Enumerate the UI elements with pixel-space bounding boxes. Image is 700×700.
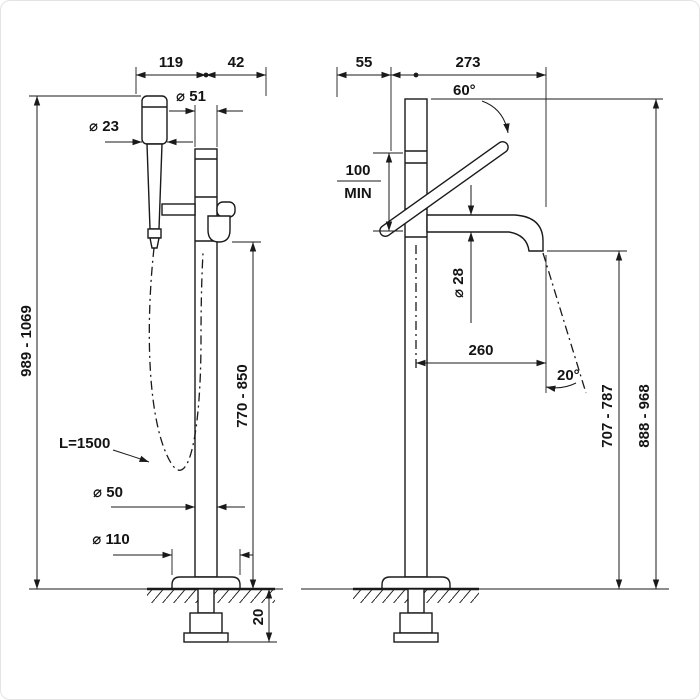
side-base-plate bbox=[381, 576, 451, 590]
outlet-angle-line bbox=[542, 252, 587, 394]
front-spout bbox=[207, 215, 231, 243]
dim-spout-outlet-height: 707 - 787 bbox=[599, 384, 616, 447]
side-floor bbox=[301, 587, 669, 643]
dim-riser-diameter: ⌀ 50 bbox=[93, 484, 123, 501]
lever-angle-arrow bbox=[481, 100, 510, 134]
hose-leader-arrow bbox=[112, 449, 150, 463]
dim-top-offset: 42 bbox=[228, 54, 245, 71]
front-base-plate bbox=[171, 576, 241, 590]
dim-base-plate-diameter: ⌀ 110 bbox=[92, 531, 129, 548]
side-fixture bbox=[379, 98, 544, 590]
dim-min-clearance: 100 bbox=[345, 162, 370, 179]
under-floor-pipe bbox=[407, 588, 425, 614]
dim-overall-height: 989 - 1069 bbox=[18, 305, 35, 377]
mixer-lever bbox=[379, 140, 509, 238]
dim-dot bbox=[203, 72, 209, 78]
dim-spout-angle: 20° bbox=[557, 367, 580, 384]
side-column bbox=[404, 98, 428, 578]
dim-spout-tube-diameter: ⌀ 28 bbox=[450, 268, 467, 298]
handshower-nut bbox=[147, 228, 162, 239]
diverter-knob bbox=[216, 201, 236, 218]
front-dimensions: 119 42 ⌀ 51 ⌀ 23 989 - 1069 770 - 850 L=… bbox=[18, 54, 277, 643]
front-view: 119 42 ⌀ 51 ⌀ 23 989 - 1069 770 - 850 L=… bbox=[18, 54, 283, 643]
dim-lever-angle: 60° bbox=[453, 82, 476, 99]
side-dimensions: 55 273 60° 100 MIN ⌀ 28 260 20° bbox=[336, 54, 663, 589]
under-floor-sleeve bbox=[399, 612, 433, 634]
under-floor-pipe bbox=[197, 588, 215, 614]
under-floor-flange bbox=[393, 632, 439, 643]
shower-hose bbox=[148, 247, 204, 471]
dim-column-diameter: ⌀ 51 bbox=[176, 88, 206, 105]
dim-handshower-offset: 119 bbox=[159, 54, 183, 71]
under-floor-sleeve bbox=[189, 612, 223, 634]
dim-spout-reach: 260 bbox=[468, 342, 493, 359]
front-fixture bbox=[141, 95, 241, 590]
front-floor bbox=[29, 587, 283, 643]
side-spout bbox=[426, 214, 544, 252]
dim-under-floor-depth: 20 bbox=[250, 609, 267, 626]
dim-dot bbox=[413, 72, 419, 78]
dim-overall-body-height: 888 - 968 bbox=[636, 384, 653, 447]
side-view: 55 273 60° 100 MIN ⌀ 28 260 20° bbox=[301, 54, 669, 643]
handshower-handle bbox=[146, 143, 163, 230]
front-column bbox=[194, 148, 218, 578]
handshower-head bbox=[141, 95, 168, 145]
under-floor-flange bbox=[183, 632, 229, 643]
dim-min-clearance-suffix: MIN bbox=[344, 185, 372, 202]
dim-spout-height: 770 - 850 bbox=[234, 364, 251, 427]
dim-handshower-diameter: ⌀ 23 bbox=[89, 118, 119, 135]
dim-hose-length: L=1500 bbox=[59, 435, 110, 452]
dim-rear-offset: 55 bbox=[356, 54, 373, 71]
hose-nipple bbox=[149, 237, 160, 249]
outlet-angle-arc bbox=[545, 382, 577, 392]
dim-overall-depth: 273 bbox=[455, 54, 480, 71]
handshower-bracket bbox=[161, 203, 196, 216]
